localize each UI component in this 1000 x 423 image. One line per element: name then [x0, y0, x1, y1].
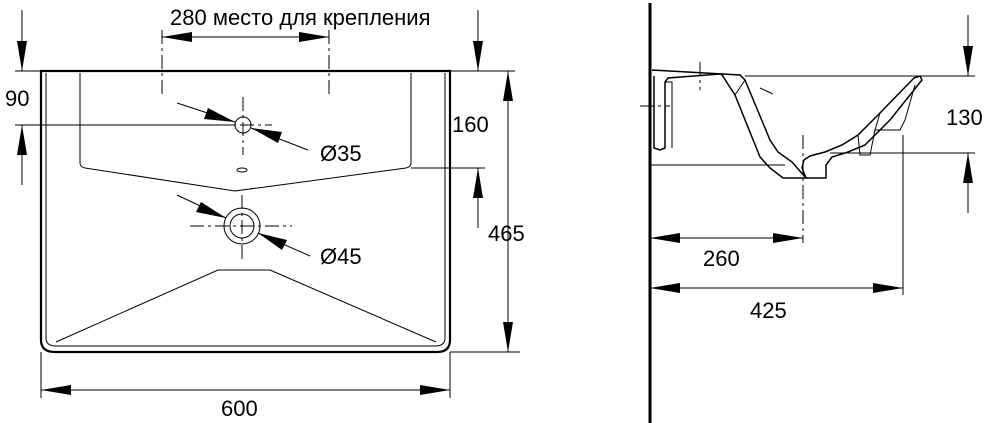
basin-profile-bowl: [801, 75, 923, 179]
basin-outline: [39, 69, 452, 354]
dim-130-label: 130: [946, 105, 983, 130]
basin-profile-rib: [857, 84, 916, 156]
mount-extension-lines: [161, 30, 330, 97]
dim-465-label: 465: [488, 221, 525, 246]
bowl-slope: [55, 269, 437, 343]
mount-dim-label: 280 место для крепления: [170, 5, 431, 30]
top-view: 280 место для крепления 90 160 465 600: [5, 5, 525, 421]
dim-160-label: 160: [452, 112, 489, 137]
side-view: 130 260 425: [640, 3, 983, 423]
basin-inner-rim: [45, 73, 446, 347]
drain-centerline: [190, 195, 292, 262]
basin-profile-outer: [651, 69, 808, 179]
dim-90-label: 90: [5, 86, 29, 111]
dim-425-label: 425: [750, 298, 787, 323]
dim-600-label: 600: [221, 396, 258, 421]
overflow-icon: [236, 167, 248, 173]
back-ledge: [79, 73, 412, 192]
faucet-hole-centerline: [215, 97, 272, 155]
drain-hole-label: Ø45: [320, 244, 362, 269]
dim-260-label: 260: [703, 246, 740, 271]
faucet-hole-label: Ø35: [320, 141, 362, 166]
